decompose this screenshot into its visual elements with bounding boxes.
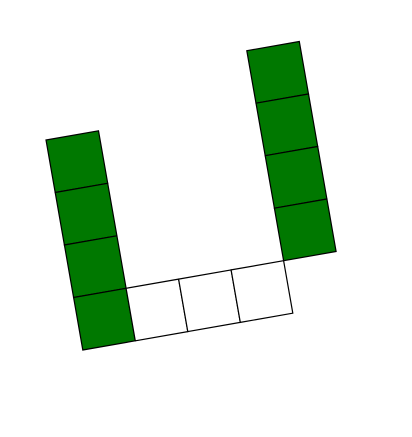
bottom-row-empty-cell-3: [230, 260, 294, 324]
right-column-filled-cell-2: [255, 93, 319, 157]
bottom-row-empty-cell-2: [177, 269, 241, 333]
left-column-filled-cell-2: [54, 182, 118, 246]
right-column-filled-cell-4: [273, 198, 337, 262]
left-column-filled-cell-3: [63, 235, 127, 299]
cell-group: [45, 40, 337, 351]
left-column-filled-cell-1: [45, 130, 109, 194]
right-column-filled-cell-3: [264, 145, 328, 209]
bottom-row-empty-cell-1: [125, 278, 189, 342]
left-column-filled-cell-4: [72, 287, 136, 351]
right-column-filled-cell-1: [246, 40, 310, 104]
